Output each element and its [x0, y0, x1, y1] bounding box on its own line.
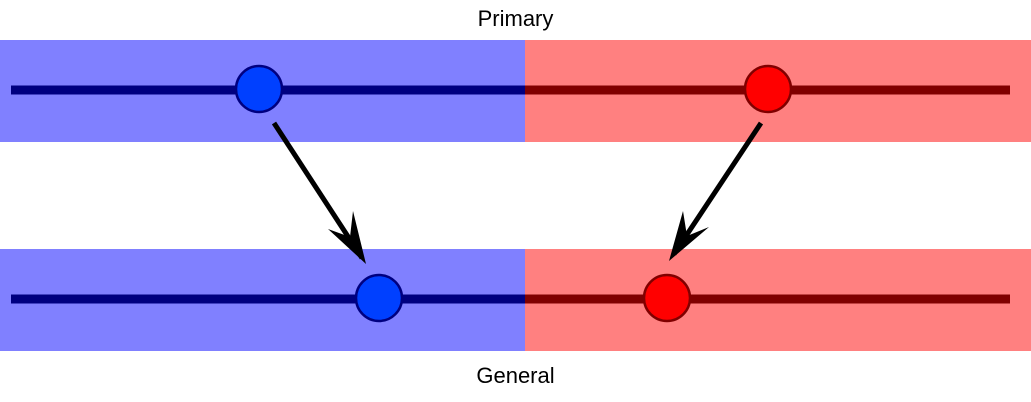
blue-arrowhead — [328, 211, 366, 264]
primary-red-node — [743, 64, 793, 114]
mapping-arrows — [271, 121, 764, 264]
general-red-node — [642, 273, 692, 323]
blue-mapping-arrow — [271, 121, 365, 260]
general-band — [0, 249, 1031, 351]
primary-label: Primary — [477, 6, 554, 31]
red-arrowhead — [669, 211, 709, 261]
general-label: General — [476, 363, 555, 388]
primary-band — [0, 40, 1031, 142]
primary-blue-node — [234, 64, 284, 114]
red-mapping-arrow — [671, 121, 764, 256]
general-blue-node — [354, 273, 404, 323]
